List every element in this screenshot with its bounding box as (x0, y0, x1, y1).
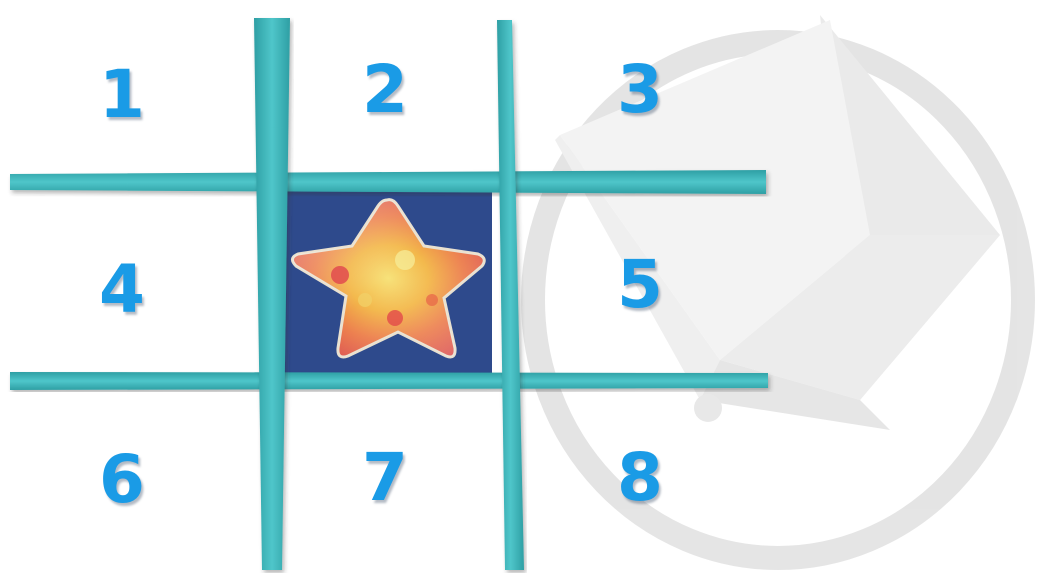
cell-number-2: 2 (340, 50, 430, 130)
cell-number-6: 6 (77, 440, 167, 520)
cell-number-5: 5 (595, 245, 685, 325)
cell-number-7: 7 (340, 438, 430, 518)
cell-number-1: 1 (77, 55, 167, 135)
vertical-bar-left (254, 18, 290, 570)
cell-number-4: 4 (77, 250, 167, 330)
horizontal-bar-top (10, 170, 766, 194)
cell-number-3: 3 (595, 50, 685, 130)
vertical-bar-right (497, 20, 524, 570)
cell-number-8: 8 (595, 438, 685, 518)
horizontal-bar-bottom (10, 372, 768, 390)
